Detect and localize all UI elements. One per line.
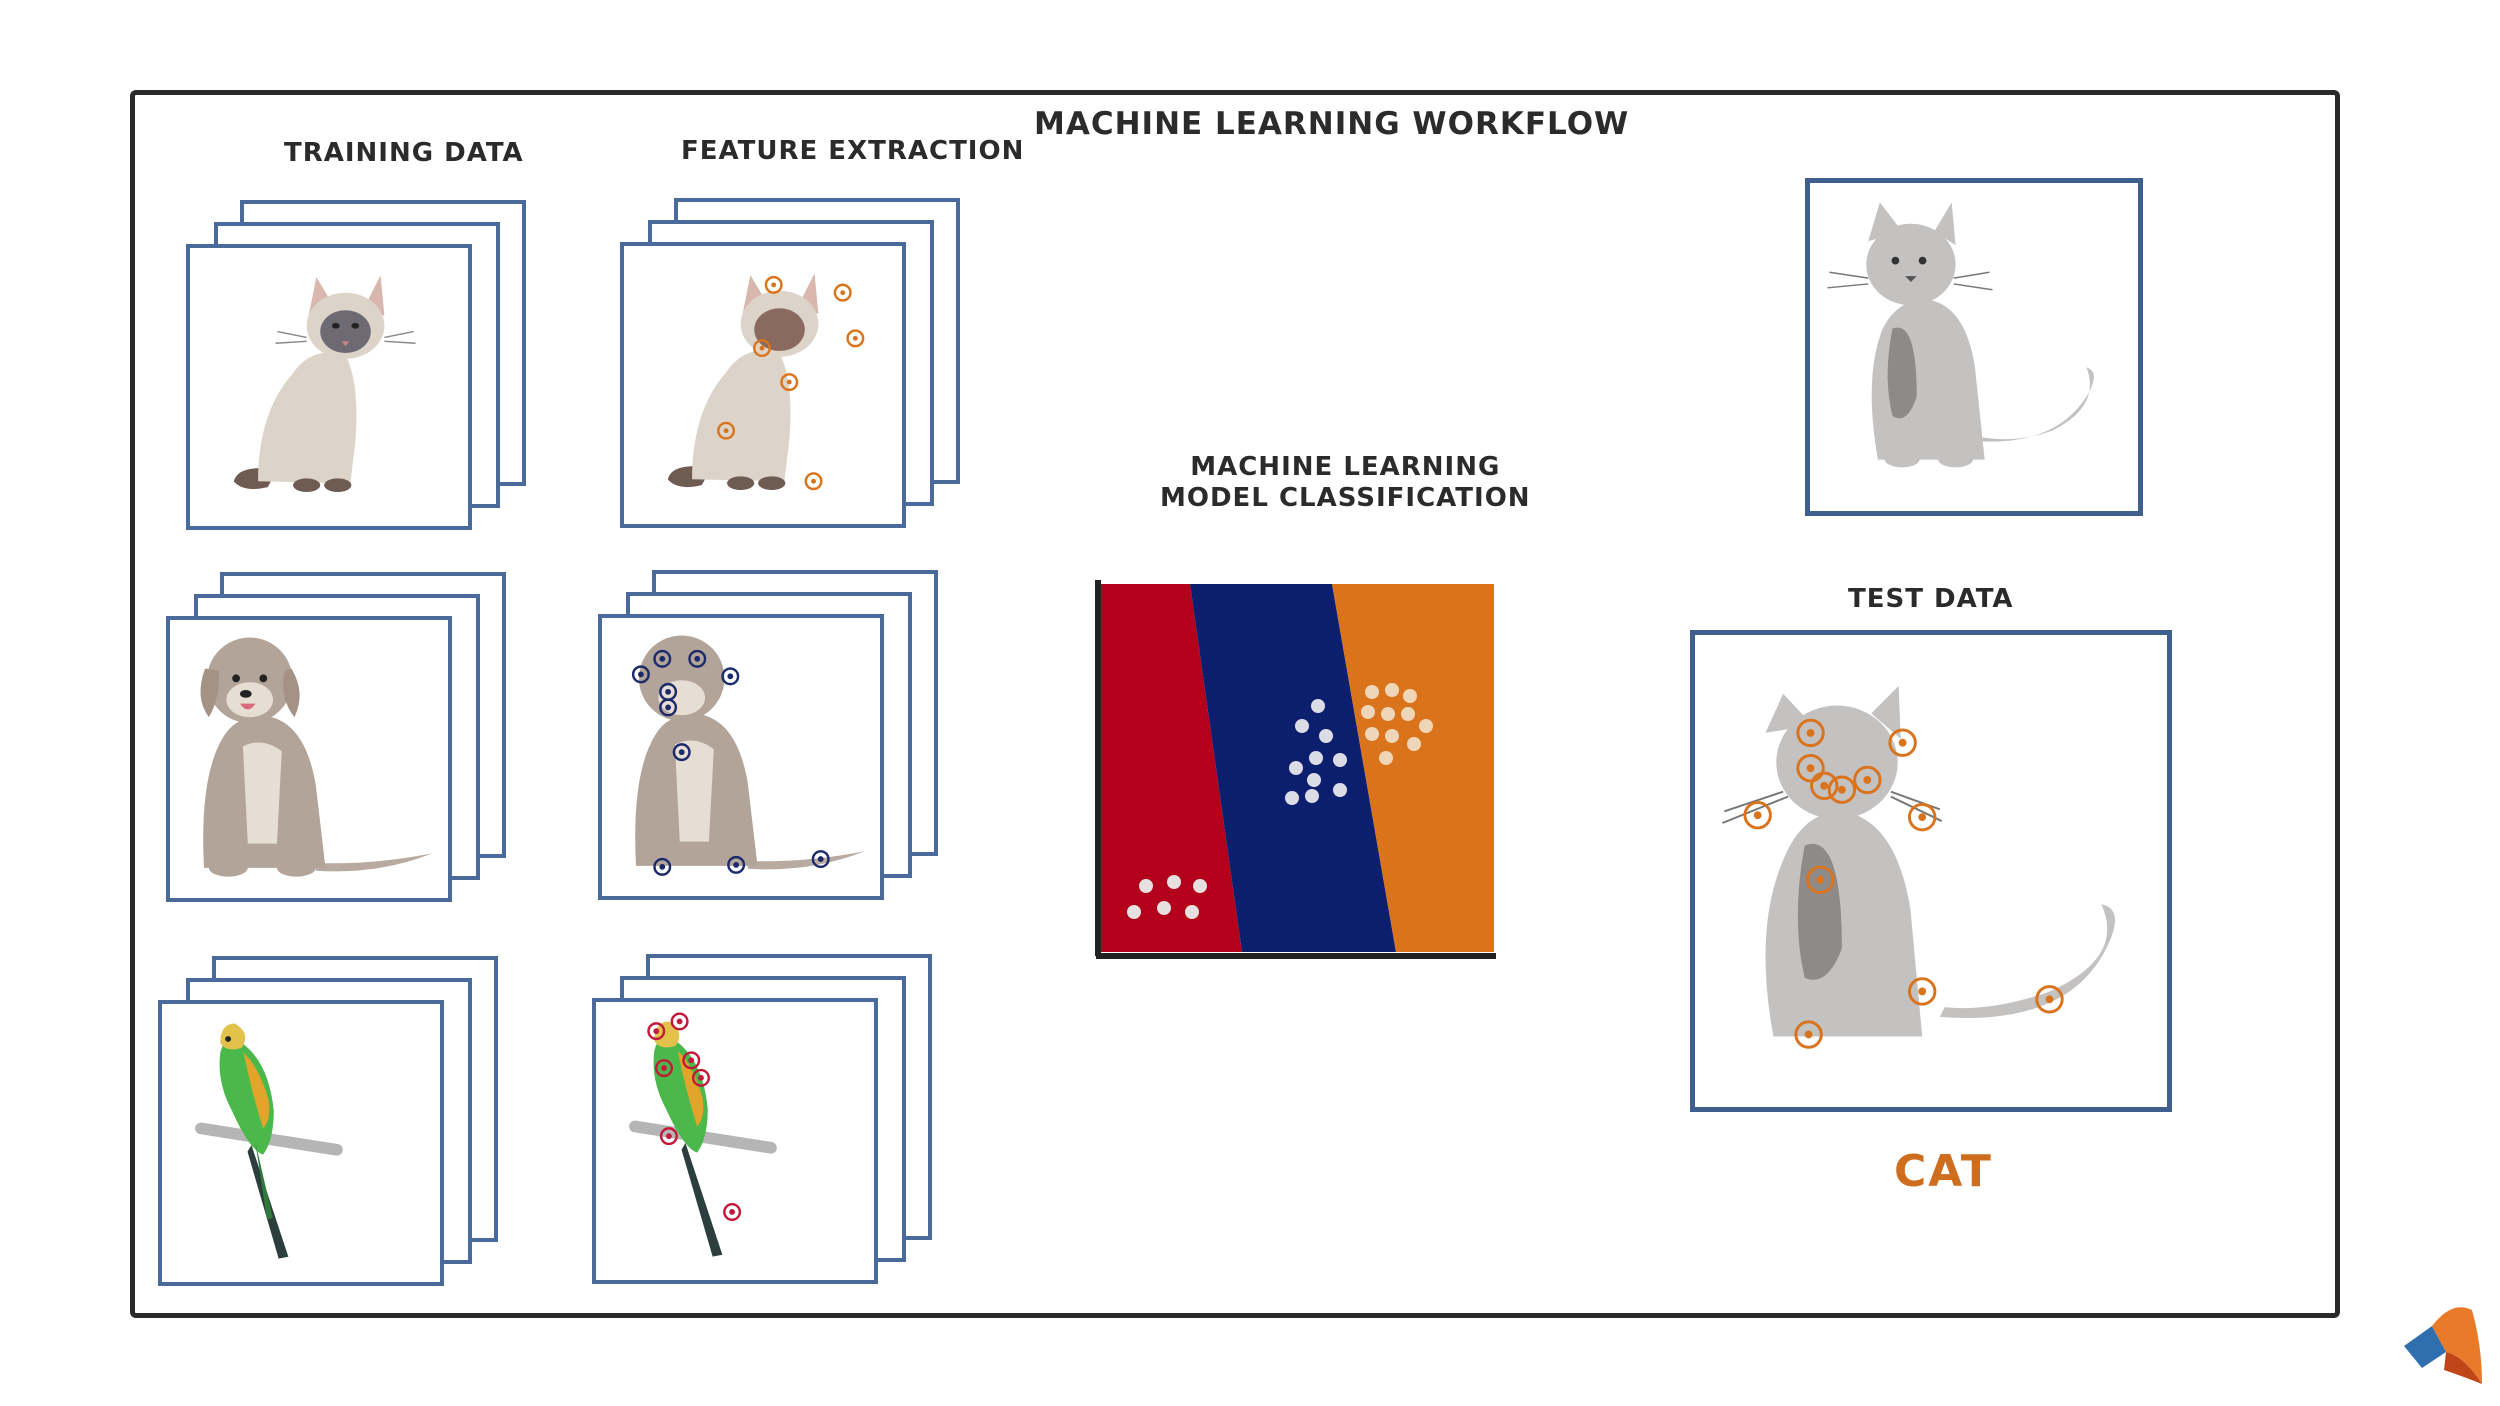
dog-icon: [200, 637, 433, 877]
feature-extraction-label: FEATURE EXTRACTION: [681, 136, 1025, 166]
test-feature-card: [1690, 630, 2172, 1112]
workflow-title: MACHINE LEARNING WORKFLOW: [1034, 106, 1630, 142]
classification-result: CAT: [1894, 1146, 1993, 1197]
class-points-orange: [1361, 683, 1433, 765]
classification-plot: [1095, 580, 1496, 959]
parakeet-icon: [195, 1023, 343, 1259]
model-label-line1: MACHINE LEARNING: [1190, 452, 1501, 482]
siamese-cat-icon: [233, 275, 416, 492]
test-image-card: [1805, 178, 2143, 516]
parakeet-features-card: [592, 998, 878, 1284]
gray-cat-icon: [1827, 202, 2094, 468]
feature-marker-group: [717, 275, 865, 491]
test-data-label: TEST DATA: [1848, 584, 2014, 614]
matlab-logo-icon: [2404, 1307, 2482, 1384]
training-stack-dog: [166, 572, 516, 902]
model-classification-label: MACHINE LEARNING MODEL CLASSIFICATION: [1160, 452, 1531, 514]
training-stack-parakeet: [158, 956, 508, 1286]
siamese-cat-features-icon: [667, 273, 865, 491]
region-red: [1100, 584, 1242, 952]
parakeet-card: [158, 1000, 444, 1286]
dog-features-card: [598, 614, 884, 900]
feature-stack-cat: [620, 198, 970, 528]
dog-card: [166, 616, 452, 902]
siamese-cat-card: [186, 244, 472, 530]
gray-cat-features-icon: [1722, 685, 2115, 1049]
parakeet-features-icon: [629, 1012, 777, 1257]
dog-features-icon: [631, 635, 865, 876]
training-data-label: TRAINING DATA: [284, 138, 524, 168]
training-stack-cat: [186, 200, 536, 530]
workflow-frame: [130, 90, 2340, 1318]
siamese-cat-features-card: [620, 242, 906, 528]
class-points-navy: [1285, 699, 1347, 805]
region-orange: [1332, 584, 1494, 952]
model-label-line2: MODEL CLASSIFICATION: [1160, 483, 1531, 513]
feature-stack-dog: [598, 570, 948, 900]
feature-stack-parakeet: [592, 954, 942, 1284]
class-points-red: [1127, 875, 1207, 919]
